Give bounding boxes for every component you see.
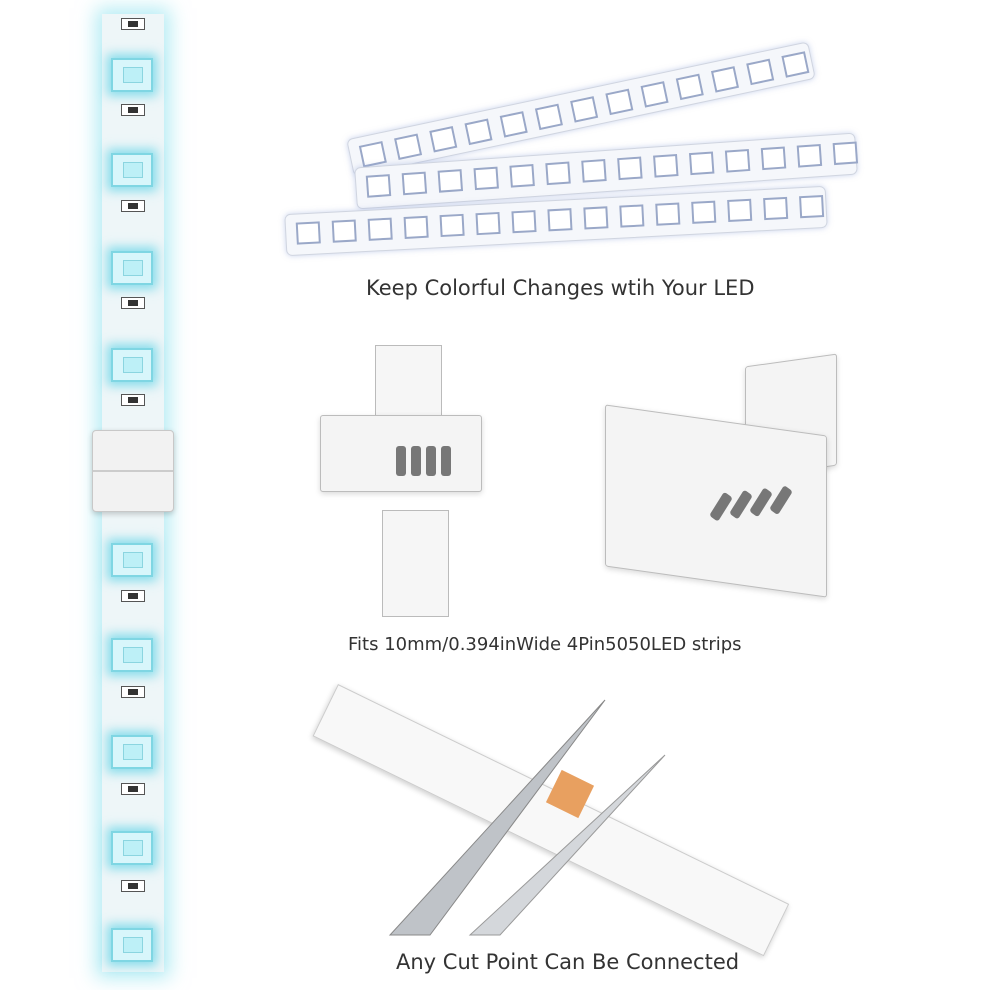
strip-segment-lower: [382, 510, 449, 617]
led-chip: [111, 348, 153, 382]
led-chip: [111, 735, 153, 769]
led-chip: [617, 156, 643, 181]
led-chip: [688, 151, 715, 176]
led-chip: [111, 153, 153, 187]
led-chip: [394, 133, 423, 161]
scissors-cutting-strip-image: [312, 680, 820, 957]
led-chip: [691, 200, 717, 224]
led-chip: [655, 202, 681, 226]
led-chip: [111, 638, 153, 672]
led-chip: [401, 171, 428, 196]
led-chip: [367, 217, 393, 241]
led-chip: [111, 543, 153, 577]
led-chip: [437, 169, 464, 193]
led-chip: [111, 928, 153, 962]
led-chip: [724, 148, 751, 173]
led-chip: [640, 81, 669, 108]
resistor: [121, 200, 145, 212]
led-chip: [583, 206, 609, 230]
led-chip: [295, 221, 321, 245]
led-chip: [499, 111, 528, 138]
led-chip: [429, 126, 458, 153]
led-chip: [547, 208, 573, 232]
led-chip: [473, 166, 499, 191]
led-chip: [675, 73, 704, 101]
connector-with-strip-image: [320, 345, 482, 617]
led-chip: [365, 174, 392, 198]
led-chip: [511, 210, 537, 234]
open-clip-connector-image: [605, 353, 840, 600]
led-chip: [570, 96, 599, 123]
connector-seam: [93, 470, 173, 472]
led-chip: [619, 204, 645, 228]
strip-connector-joining-strips: [92, 430, 174, 512]
clip-connector: [320, 415, 482, 492]
connector-body: [605, 404, 827, 598]
coiled-led-strip-image: [284, 30, 860, 257]
led-chip: [581, 159, 607, 183]
led-chip: [509, 164, 535, 188]
resistor: [121, 18, 145, 30]
led-chip: [796, 143, 823, 168]
led-chip: [111, 58, 153, 92]
resistor: [121, 590, 145, 602]
caption-keep-colorful: Keep Colorful Changes wtih Your LED: [366, 276, 755, 300]
led-chip: [653, 154, 679, 178]
led-chip: [545, 161, 571, 186]
led-chip: [464, 118, 493, 146]
led-chip: [475, 211, 501, 236]
scissors-blades: [388, 699, 666, 936]
led-chip: [111, 251, 153, 285]
led-chip: [799, 194, 825, 219]
resistor: [121, 880, 145, 892]
led-chip: [746, 58, 775, 86]
led-chip: [763, 196, 789, 221]
resistor: [121, 686, 145, 698]
led-chip: [710, 66, 740, 93]
led-chip: [439, 213, 465, 238]
caption-fits-strips: Fits 10mm/0.394inWide 4Pin5050LED strips: [348, 634, 742, 655]
led-chip: [781, 51, 810, 78]
led-chip: [403, 215, 429, 239]
resistor: [121, 104, 145, 116]
led-chip: [358, 141, 387, 168]
led-chip: [331, 219, 357, 243]
led-chip: [534, 103, 563, 131]
resistor: [121, 297, 145, 309]
caption-any-cut-point: Any Cut Point Can Be Connected: [396, 950, 740, 974]
led-chip: [760, 146, 787, 171]
resistor: [121, 783, 145, 795]
led-chip: [605, 88, 634, 116]
led-chip: [727, 198, 753, 222]
led-chip: [111, 831, 153, 865]
led-chip: [832, 141, 859, 166]
resistor: [121, 394, 145, 406]
